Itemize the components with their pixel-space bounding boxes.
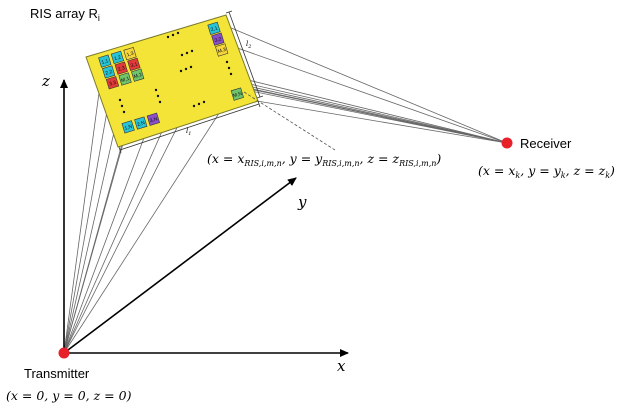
ris-cell-label: 2,3	[117, 65, 126, 73]
ris-cell-label: M,2	[133, 72, 143, 80]
ris-cell-label: 1,1	[101, 58, 110, 66]
ris-dimension-lines	[118, 10, 264, 154]
ris-cell	[127, 57, 141, 71]
receiver-coordinate: (x = xk, y = yk, z = zk)	[478, 163, 615, 180]
receiver-label: Receiver	[520, 136, 572, 151]
ris-ellipsis-dots	[118, 31, 233, 114]
transmitter-label: Transmitter	[24, 366, 90, 381]
dimension-l2-label: l2	[246, 40, 251, 50]
ris-cell-label: 2,N	[136, 120, 146, 128]
ris-cell	[105, 76, 120, 90]
ris-cell	[114, 61, 128, 75]
dimension-l2-line	[228, 11, 261, 98]
ris-coordinate-leader	[243, 91, 336, 151]
ris-cell	[131, 68, 145, 82]
dimension-l1-label: l1	[186, 127, 191, 137]
y-axis-label: y	[297, 193, 307, 211]
x-axis-label: x	[337, 357, 346, 375]
ray-rx-9	[243, 78, 508, 144]
ris-cell-label: 1,2	[113, 54, 122, 62]
ris-array-title: RIS array Ri	[30, 6, 100, 23]
ray-tx-6	[63, 126, 149, 354]
ray-rx-7	[225, 43, 508, 144]
ris-cell-label: 1,3	[126, 51, 135, 59]
ris-cell	[123, 46, 137, 61]
ris-cell-label: 2,2	[105, 69, 114, 77]
coordinate-axes	[60, 79, 349, 357]
ris-cell	[98, 54, 112, 68]
ris-cell-label: M,N	[232, 91, 243, 100]
ris-cell-label: 3,N	[149, 116, 159, 124]
ris-cell	[211, 32, 225, 46]
ray-rx-6	[211, 19, 508, 144]
ris-cell	[121, 120, 135, 134]
ray-tx-2	[63, 71, 115, 354]
ris-cell-label: 2,1	[210, 25, 219, 33]
transmitter-ray-group	[63, 22, 237, 354]
transmitter-coordinate: (x = 0, y = 0, z = 0)	[6, 388, 132, 403]
ray-tx-5	[63, 125, 129, 354]
y-axis	[63, 177, 297, 354]
ris-cell	[230, 87, 244, 101]
ris-cell-label: 3,3	[109, 80, 118, 88]
ris-cell	[207, 21, 221, 35]
ris-element-coordinate: (x = xRIS,i,m,n, y = yRIS,i,m,n, z = zRI…	[207, 151, 441, 168]
ris-cell	[102, 65, 116, 79]
ris-cell	[134, 116, 148, 130]
ris-cell	[118, 72, 132, 86]
ris-cell-label: 3,2	[214, 36, 223, 44]
ray-tx-9	[63, 86, 237, 354]
z-axis-label: z	[41, 72, 50, 90]
ris-cell	[110, 50, 125, 64]
ris-cell	[215, 43, 229, 57]
ray-rx-8	[235, 87, 508, 144]
receiver-node	[501, 137, 513, 149]
dimension-l1-line	[119, 103, 260, 151]
ris-cell-label: 1,N	[124, 124, 134, 132]
ray-tx-1	[63, 62, 104, 354]
ris-cell-label: M,1	[121, 76, 131, 84]
ris-cell	[146, 112, 160, 126]
ris-cell-label: 3,1	[130, 61, 139, 69]
ris-cell-label: M,3	[217, 47, 227, 55]
transmitter-node	[58, 347, 70, 359]
